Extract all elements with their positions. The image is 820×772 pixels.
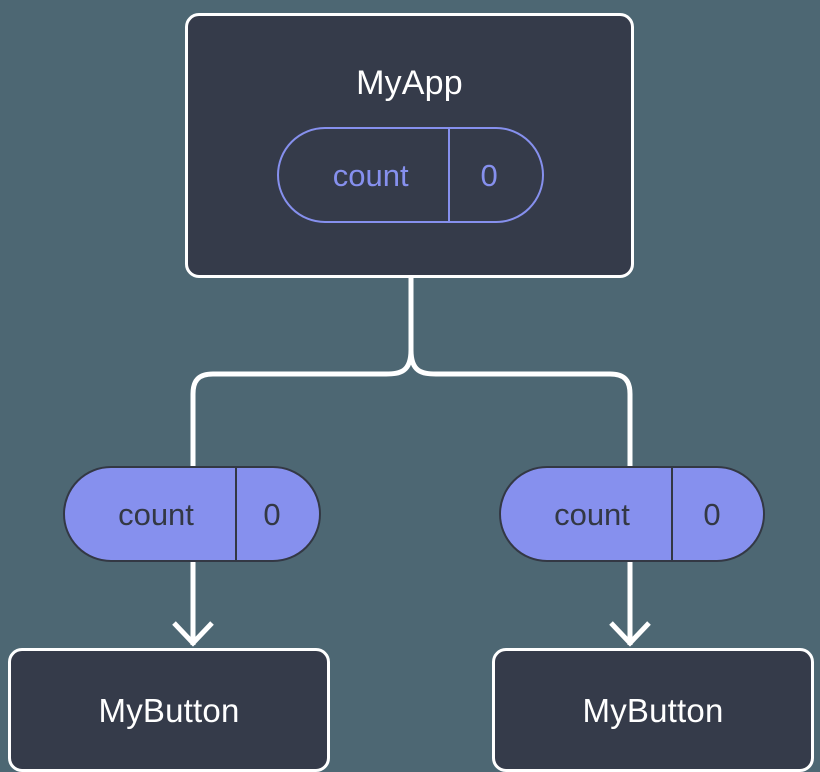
prop-pill-left-value: 0: [235, 468, 319, 560]
component-title-mybutton-right: MyButton: [582, 691, 724, 729]
connector-branch-left: [190, 349, 414, 474]
prop-pill-right-key: count: [554, 496, 630, 532]
state-pill-root-value: 0: [448, 129, 542, 221]
state-pill-root-key: count: [332, 157, 409, 193]
component-node-myapp[interactable]: MyApp: [185, 13, 634, 278]
component-node-mybutton-right[interactable]: MyButton: [492, 648, 814, 772]
prop-pill-left-key: count: [118, 496, 194, 532]
arrow-head-right: [609, 621, 651, 647]
prop-pill-left[interactable]: count 0: [63, 466, 321, 562]
prop-pill-right-value: 0: [671, 468, 763, 560]
component-title-myapp: MyApp: [356, 64, 463, 102]
connector-branch-right: [408, 349, 633, 474]
component-node-mybutton-left[interactable]: MyButton: [8, 648, 330, 772]
state-pill-root[interactable]: count 0: [277, 127, 544, 223]
component-title-mybutton-left: MyButton: [98, 691, 240, 729]
arrow-head-left: [172, 621, 214, 647]
prop-pill-right[interactable]: count 0: [499, 466, 765, 562]
